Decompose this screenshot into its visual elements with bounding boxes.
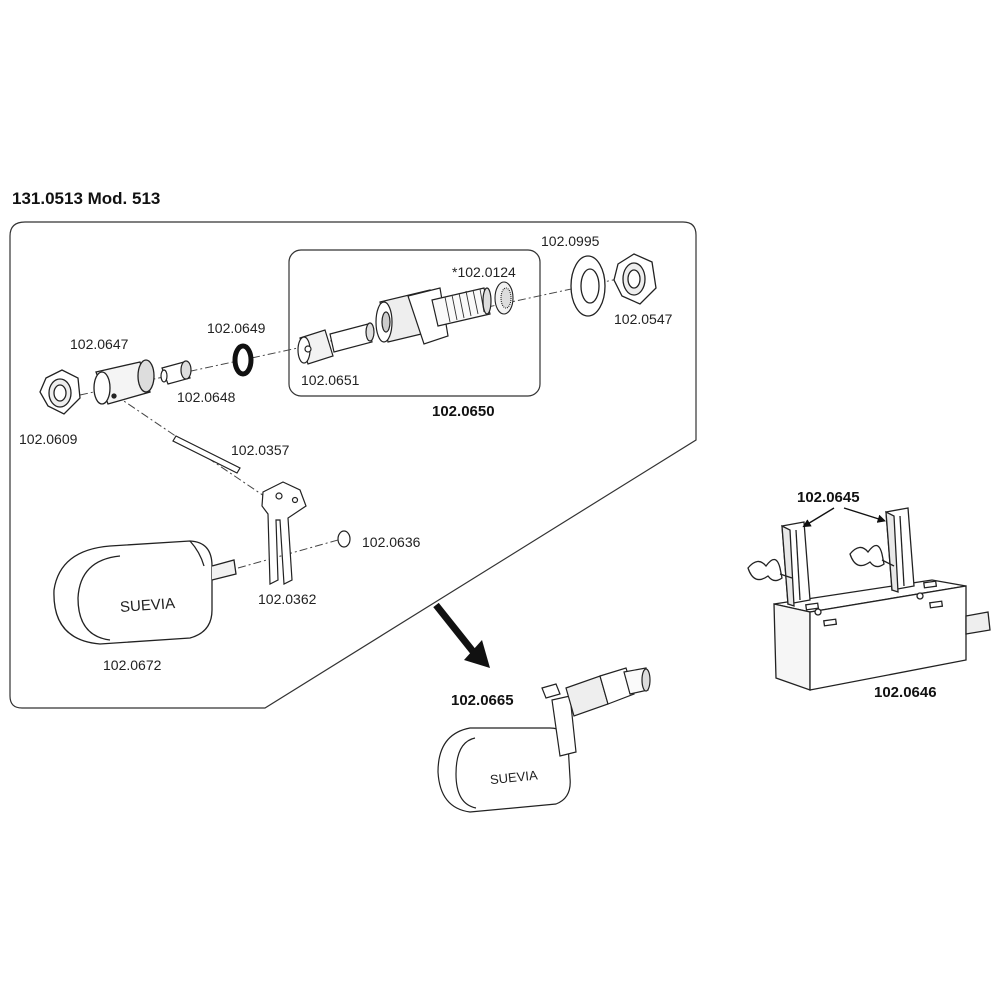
label-0362: 102.0362 bbox=[258, 591, 317, 607]
assembled-valve-0665 bbox=[437, 667, 651, 813]
label-0651: 102.0651 bbox=[301, 372, 360, 388]
label-0650: 102.0650 bbox=[432, 403, 495, 420]
label-0547: 102.0547 bbox=[614, 311, 673, 327]
label-0645: 102.0645 bbox=[797, 489, 860, 506]
mounting-block-0646 bbox=[747, 507, 991, 691]
label-0995: 102.0995 bbox=[541, 233, 600, 249]
lock-nut-0547 bbox=[613, 253, 657, 305]
bracket-leader-lines bbox=[802, 507, 887, 528]
stem-0651 bbox=[297, 322, 375, 365]
valve-subassembly-box bbox=[288, 249, 541, 397]
lever-0362 bbox=[261, 481, 307, 585]
nut-0636 bbox=[337, 530, 351, 548]
rod-0357 bbox=[172, 435, 241, 474]
label-0665: 102.0665 bbox=[451, 692, 514, 709]
label-0649: 102.0649 bbox=[207, 320, 266, 336]
exploded-view-frame bbox=[9, 221, 697, 709]
label-0609: 102.0609 bbox=[19, 431, 78, 447]
assembly-arrow bbox=[433, 602, 490, 668]
label-0357: 102.0357 bbox=[231, 442, 290, 458]
o-ring-0649 bbox=[232, 343, 254, 377]
assembly-axis-lines bbox=[79, 271, 651, 569]
float-large-brand: SUEVIA bbox=[120, 595, 176, 616]
label-0646: 102.0646 bbox=[874, 684, 937, 701]
pin-0648 bbox=[160, 360, 192, 385]
diagram-title: 131.0513 Mod. 513 bbox=[12, 189, 161, 208]
filter-0124 bbox=[494, 281, 514, 315]
label-0672: 102.0672 bbox=[103, 657, 162, 673]
threaded-body-0650 bbox=[375, 287, 492, 345]
washer-0995 bbox=[570, 255, 606, 317]
label-0648: 102.0648 bbox=[177, 389, 236, 405]
float-0672 bbox=[53, 540, 237, 645]
valve-body-0647 bbox=[93, 359, 155, 405]
label-0124: *102.0124 bbox=[452, 264, 516, 280]
float-small-brand: SUEVIA bbox=[489, 767, 538, 787]
hex-nut-0609 bbox=[39, 369, 81, 415]
label-0636: 102.0636 bbox=[362, 534, 421, 550]
label-0647: 102.0647 bbox=[70, 336, 129, 352]
